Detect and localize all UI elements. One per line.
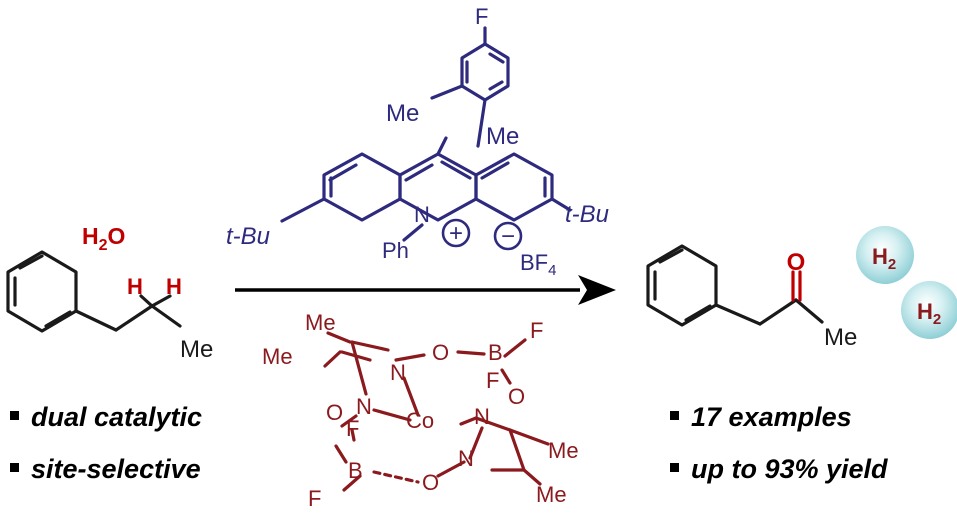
reactant-structure	[6, 250, 182, 333]
bullet-right-1: 17 examples	[670, 402, 852, 433]
reactant-bond-ch2-ch2	[114, 304, 154, 332]
product-bond-ch2	[714, 303, 762, 326]
h2-bubble-1: H2	[856, 226, 914, 284]
reactant-bond-h-left	[139, 294, 154, 308]
photocatalyst-methyl-top: Me	[386, 100, 419, 127]
cobaloxime-n4: N	[458, 446, 474, 471]
product-oxygen: O	[787, 249, 806, 276]
bullet-right-2: up to 93% yield	[670, 454, 888, 485]
product-structure	[646, 244, 824, 327]
cobaloxime-n3: N	[474, 404, 490, 429]
photocatalyst-tbu-right: t-Bu	[565, 201, 609, 228]
product-bond-carbonyl-c	[758, 298, 798, 326]
reactant-h-left: H	[127, 274, 143, 299]
acridinium-structure	[280, 26, 572, 242]
bullet-left-1: dual catalytic	[10, 402, 202, 433]
cobaloxime-o2: O	[508, 384, 525, 409]
svg-text:+: +	[449, 220, 463, 247]
svg-text:−: −	[501, 223, 515, 250]
photocatalyst-nitrogen: N	[414, 202, 430, 227]
cobaloxime-structure	[323, 331, 550, 492]
reactant-benzene-ring	[6, 250, 78, 333]
cobaloxime-b1: B	[488, 340, 503, 365]
water-label: H2O	[82, 223, 125, 254]
cobaloxime-n2: N	[356, 394, 372, 419]
cobaloxime-me2: Me	[262, 344, 293, 369]
photocatalyst-phenyl: Ph	[382, 238, 409, 263]
cobaloxime-me4: Me	[536, 482, 567, 507]
cobaloxime-o3: O	[326, 400, 343, 425]
svg-text:H2: H2	[917, 299, 941, 328]
aryl-ring	[460, 42, 510, 102]
svg-text:H2: H2	[872, 244, 896, 273]
cobaloxime-n1: N	[390, 360, 406, 385]
counterion-label: BF4	[520, 250, 556, 279]
h2-bubble-2: H2	[901, 281, 957, 339]
product-bond-me	[794, 298, 824, 324]
reactant-bond-h-right	[150, 294, 172, 308]
photocatalyst-tbu-left: t-Bu	[226, 223, 270, 250]
photocatalyst-fluoro: F	[475, 4, 488, 29]
cobaloxime-me3: Me	[548, 438, 579, 463]
cobaloxime-o4: O	[422, 470, 439, 495]
reactant-h-right: H	[166, 274, 182, 299]
cobaloxime-f1: F	[530, 318, 543, 343]
anion-charge: −	[493, 221, 523, 251]
cobaloxime-f4: F	[308, 486, 321, 511]
cation-charge: +	[441, 218, 471, 248]
cobaloxime-me1: Me	[305, 310, 336, 335]
photocatalyst-methyl-right: Me	[486, 123, 519, 150]
cobaloxime-o1: O	[432, 340, 449, 365]
cobaloxime-b2: B	[348, 458, 363, 483]
product-benzene-ring	[646, 244, 718, 327]
cobaloxime-f3: F	[346, 416, 359, 441]
acridine-left-ring	[322, 152, 402, 222]
reactant-methyl-label: Me	[180, 336, 213, 363]
product-methyl-label: Me	[824, 324, 857, 351]
acridine-right-ring	[474, 152, 554, 222]
reaction-arrow-head	[578, 275, 616, 305]
cobaloxime-f2: F	[486, 368, 499, 393]
reactant-bond-ch2	[74, 309, 118, 332]
bullet-left-2: site-selective	[10, 454, 201, 485]
acridine-center-ring	[398, 152, 478, 222]
cobaloxime-cobalt: Co	[406, 408, 434, 433]
reactant-bond-me	[150, 304, 182, 328]
